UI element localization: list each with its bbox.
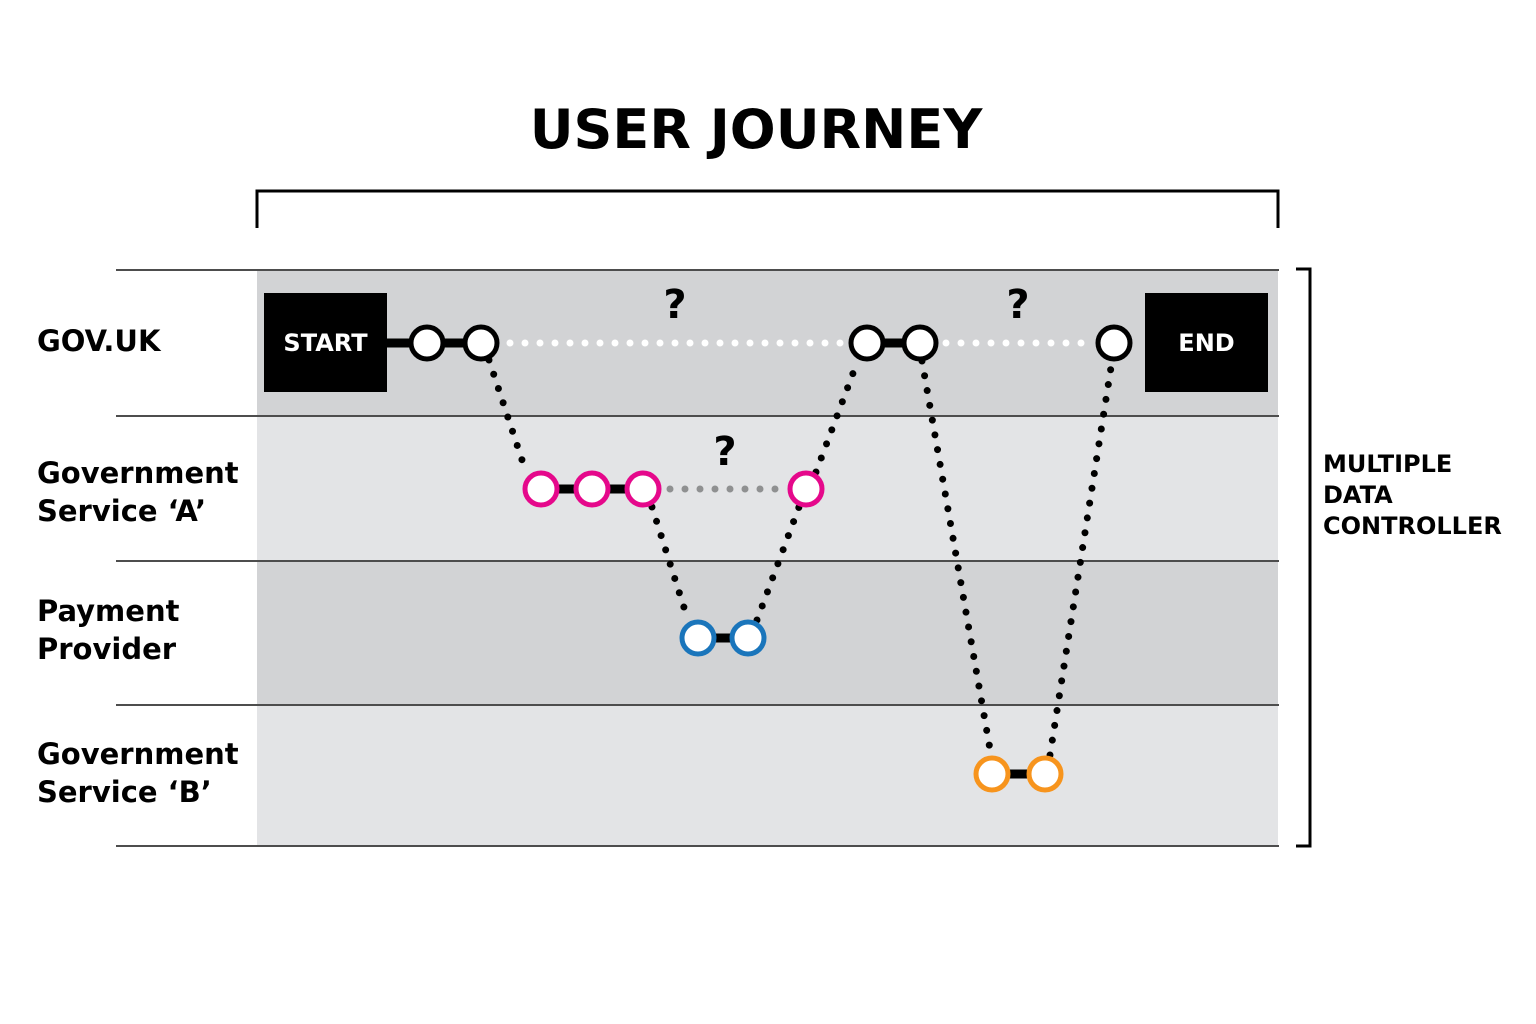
journey-node <box>848 324 886 362</box>
journey-node <box>408 324 446 362</box>
nodes-payment <box>679 619 767 657</box>
journey-node <box>973 755 1011 793</box>
journey-node <box>1026 755 1064 793</box>
lane-band-service-b <box>257 705 1278 846</box>
lane-dividers <box>116 269 1279 847</box>
lane-band-payment <box>257 561 1278 705</box>
start-label: START <box>283 329 368 357</box>
start-box: START <box>264 293 387 392</box>
transition-payment-to-service-a <box>753 503 803 624</box>
journey-node <box>1095 324 1133 362</box>
end-box: END <box>1145 293 1268 392</box>
journey-node <box>573 470 611 508</box>
diagram-title: USER JOURNEY <box>530 98 984 161</box>
lane-label-govuk: GOV.UK <box>37 324 162 358</box>
journey-bracket <box>255 189 1280 228</box>
journey-node <box>624 470 662 508</box>
unknown-marker-govuk-2: ? <box>1006 282 1029 328</box>
data-controller-bracket <box>1296 267 1312 848</box>
journey-node <box>787 470 825 508</box>
journey-node <box>729 619 767 657</box>
transition-govuk-to-service-a <box>485 356 530 476</box>
transition-service-b-to-govuk <box>1046 357 1116 759</box>
lane-label-service-b: Government Service ‘B’ <box>37 737 249 809</box>
data-controller-label: MULTIPLE DATA CONTROLLER <box>1323 450 1502 540</box>
nodes-govuk <box>408 324 1133 362</box>
nodes-service-b <box>973 755 1064 793</box>
solid-connectors <box>387 338 1027 779</box>
journey-node <box>462 324 500 362</box>
unknown-marker-govuk-1: ? <box>663 282 686 328</box>
transition-service-a-to-payment <box>648 503 692 624</box>
journey-node <box>522 470 560 508</box>
transitions <box>485 356 1116 759</box>
unknown-marker-service-a: ? <box>713 429 736 475</box>
end-label: END <box>1178 329 1234 357</box>
nodes-service-a <box>522 470 825 508</box>
journey-node <box>901 324 939 362</box>
transition-service-a-to-govuk <box>812 356 862 476</box>
lane-label-payment: Payment Provider <box>37 594 190 666</box>
journey-node <box>679 619 717 657</box>
lane-band-service-a <box>257 416 1278 561</box>
lane-label-service-a: Government Service ‘A’ <box>37 456 249 528</box>
transition-govuk-to-service-b <box>918 357 995 759</box>
